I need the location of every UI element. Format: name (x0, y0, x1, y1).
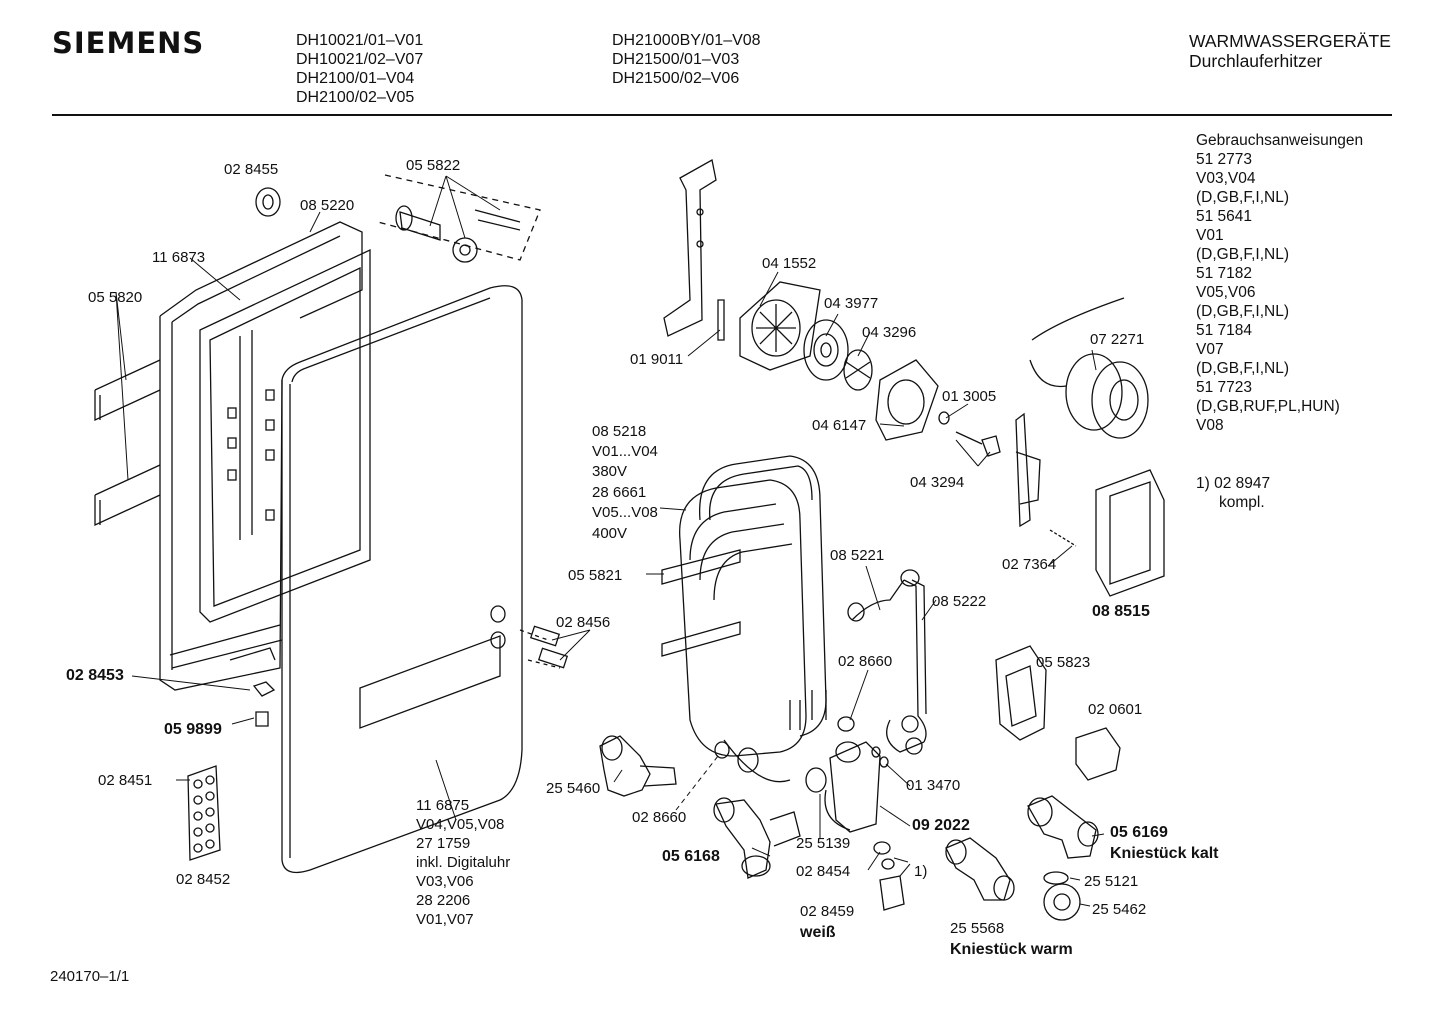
instructions-list: Gebrauchsanweisungen 51 2773 V03,V04 (D,… (1196, 131, 1363, 435)
category-heading: WARMWASSERGERÄTE Durchlauferhitzer (1189, 31, 1391, 71)
list-item: Gebrauchsanweisungen (1196, 132, 1364, 149)
part-label: 05 6169 (1110, 824, 1168, 841)
part-label: 08 5222 (932, 593, 986, 610)
part-label: 08 5221 (830, 547, 884, 564)
list-item: V01 (1196, 227, 1224, 244)
part-label: 02 8453 (66, 667, 124, 684)
part-label: 11 6875 (416, 797, 469, 814)
model-code: DH2100/01–V04 (296, 70, 415, 87)
header-rule (52, 114, 1392, 116)
list-item: V05,V06 (1196, 284, 1256, 301)
part-label: 25 5462 (1092, 901, 1146, 918)
part-label: 02 8660 (632, 809, 686, 826)
part-label: 25 5568 (950, 920, 1004, 937)
list-item: V08 (1196, 417, 1224, 434)
footnote-line: kompl. (1219, 494, 1265, 511)
part-label: 02 7364 (1002, 556, 1056, 573)
part-label: 04 1552 (762, 255, 816, 272)
part-label: 08 8515 (1092, 603, 1150, 620)
model-code: DH10021/02–V07 (296, 51, 424, 68)
part-label: 25 5121 (1084, 873, 1138, 890)
part-label: 25 5139 (796, 835, 850, 852)
part-label: 02 8455 (224, 161, 278, 178)
drawing-code: 240170–1/1 (50, 968, 130, 985)
part-label: 04 3977 (824, 295, 878, 312)
part-label: 05 5823 (1036, 654, 1090, 671)
part-label: 01 3470 (906, 777, 960, 794)
list-item: (D,GB,F,I,NL) (1196, 360, 1290, 377)
part-note: inkl. Digitaluhr (416, 854, 510, 871)
part-label: 05 5822 (406, 157, 460, 174)
list-item: 51 5641 (1196, 208, 1253, 225)
list-item: 51 7723 (1196, 379, 1253, 396)
footnote-line: 1) 02 8947 (1196, 475, 1271, 492)
list-item: (D,GB,F,I,NL) (1196, 189, 1290, 206)
model-code: DH2100/02–V05 (296, 89, 415, 106)
part-label: 01 9011 (630, 351, 683, 368)
part-label: 04 3294 (910, 474, 964, 491)
part-label: 05 5820 (88, 289, 142, 306)
part-variant: V04,V05,V08 (416, 816, 504, 833)
part-label: 25 5460 (546, 780, 600, 797)
part-label: 02 8452 (176, 871, 230, 888)
list-item: 51 2773 (1196, 151, 1253, 168)
part-variant: V01,V07 (416, 911, 474, 928)
model-code: DH10021/01–V01 (296, 32, 424, 49)
part-voltage: 380V (592, 463, 627, 480)
part-variant: V01...V04 (592, 443, 658, 460)
part-note: weiß (799, 924, 836, 941)
model-list-2: DH21000BY/01–V08 DH21500/01–V03 DH21500/… (612, 31, 761, 88)
part-label: 04 6147 (812, 417, 866, 434)
model-list-1: DH10021/01–V01 DH10021/02–V07 DH2100/01–… (296, 31, 423, 107)
part-label: 08 5218 (592, 423, 646, 440)
footnote: 1) 02 8947 kompl. (1196, 474, 1270, 512)
part-label: 01 3005 (942, 388, 996, 405)
part-variant: V05...V08 (592, 504, 658, 521)
part-label: 07 2271 (1090, 331, 1144, 348)
part-voltage: 400V (592, 525, 627, 542)
part-label: 02 8454 (796, 863, 850, 880)
part-label: 02 8459 (800, 903, 854, 920)
model-code: DH21500/01–V03 (612, 51, 740, 68)
part-label: 05 6168 (662, 848, 720, 865)
part-label: 02 8660 (838, 653, 892, 670)
list-item: (D,GB,RUF,PL,HUN) (1196, 398, 1340, 415)
list-item: (D,GB,F,I,NL) (1196, 303, 1290, 320)
list-item: V03,V04 (1196, 170, 1256, 187)
category: WARMWASSERGERÄTE (1189, 31, 1391, 51)
part-note: Kniestück warm (950, 941, 1073, 958)
part-label: 27 1759 (416, 835, 470, 852)
part-label: 08 5220 (300, 197, 354, 214)
part-label: 28 2206 (416, 892, 470, 909)
model-code: DH21000BY/01–V08 (612, 32, 761, 49)
list-item: 51 7184 (1196, 322, 1253, 339)
list-item: 51 7182 (1196, 265, 1253, 282)
model-code: DH21500/02–V06 (612, 70, 740, 87)
drawing-lines (94, 158, 1165, 921)
part-label: 02 8451 (98, 772, 152, 789)
part-note: Kniestück kalt (1110, 845, 1219, 862)
part-label: 04 3296 (862, 324, 916, 341)
leader-lines (115, 175, 1105, 907)
part-variant: V03,V06 (416, 873, 474, 890)
part-label: 05 5821 (568, 567, 622, 584)
brand-logo: SIEMENS (52, 26, 205, 60)
list-item: (D,GB,F,I,NL) (1196, 246, 1290, 263)
footnote-ref: 1) (914, 863, 927, 880)
part-label: 02 8456 (556, 614, 610, 631)
part-label: 05 9899 (164, 721, 222, 738)
subcategory: Durchlauferhitzer (1189, 51, 1323, 71)
part-label: 28 6661 (592, 484, 646, 501)
list-item: V07 (1196, 341, 1224, 358)
part-label: 02 0601 (1088, 701, 1142, 718)
part-label: 11 6873 (152, 249, 205, 266)
part-label: 09 2022 (912, 817, 970, 834)
